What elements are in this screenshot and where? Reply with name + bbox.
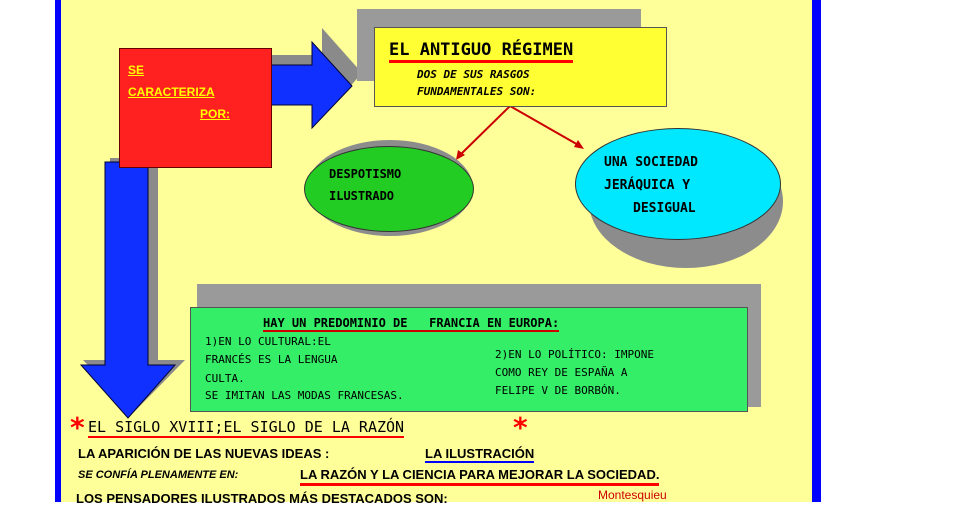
green-right-line1: 2)EN LO POLÍTICO: IMPONE bbox=[495, 348, 654, 361]
star-right: * bbox=[513, 411, 528, 444]
green-right-line3: FELIPE V DE BORBÓN. bbox=[495, 384, 621, 397]
ideas-highlight: LA ILUSTRACIÓN bbox=[425, 446, 535, 463]
pensadores-line: LOS PENSADORES ILUSTRADOS MÁS DESTACADOS… bbox=[76, 491, 448, 506]
ellipse-left-line1: DESPOTISMO bbox=[329, 167, 402, 181]
left-border-bar bbox=[55, 0, 62, 502]
red-characterizes-box: SE CARACTERIZA POR: bbox=[119, 48, 272, 168]
green-left-line2: FRANCÉS ES LA LENGUA bbox=[205, 353, 338, 366]
razon-prefix: SE CONFÍA PLENAMENTE EN: bbox=[78, 469, 239, 481]
title-box: EL ANTIGUO RÉGIMEN DOS DE SUS RASGOS FUN… bbox=[374, 27, 667, 107]
right-border-bar bbox=[812, 0, 821, 502]
montesquieu-label: Montesquieu bbox=[598, 488, 667, 502]
ellipse-despotismo: DESPOTISMO ILUSTRADO bbox=[304, 146, 474, 232]
connector-right-head bbox=[574, 140, 584, 149]
red-box-line2: CARACTERIZA bbox=[128, 85, 215, 99]
razon-highlight: LA RAZÓN Y LA CIENCIA PARA MEJORAR LA SO… bbox=[300, 467, 660, 486]
down-arrow bbox=[79, 161, 177, 419]
green-box-heading: HAY UN PREDOMINIO DE FRANCIA EN EUROPA: bbox=[263, 316, 560, 332]
ellipse-right-line2: JERÁQUICA Y bbox=[604, 178, 691, 193]
title-heading: EL ANTIGUO RÉGIMEN bbox=[389, 40, 574, 63]
ellipse-left-line2: ILUSTRADO bbox=[329, 189, 395, 203]
connector-left-head bbox=[456, 150, 465, 160]
ideas-prefix: LA APARICIÓN DE LAS NUEVAS IDEAS : bbox=[78, 446, 330, 461]
green-left-line4: SE IMITAN LAS MODAS FRANCESAS. bbox=[205, 389, 404, 402]
green-left-line1: 1)EN LO CULTURAL:EL bbox=[205, 335, 331, 348]
ellipse-sociedad: UNA SOCIEDAD JERÁQUICA Y DESIGUAL bbox=[575, 128, 781, 240]
title-sub1: DOS DE SUS RASGOS bbox=[417, 68, 530, 81]
red-box-line3: POR: bbox=[200, 107, 230, 121]
green-right-line2: COMO REY DE ESPAÑA A bbox=[495, 366, 628, 379]
ellipse-right-line1: UNA SOCIEDAD bbox=[604, 155, 698, 170]
green-left-line3: CULTA. bbox=[205, 372, 245, 385]
century-title: EL SIGLO XVIII;EL SIGLO DE LA RAZÓN bbox=[88, 418, 405, 438]
red-box-line1: SE bbox=[128, 63, 145, 77]
star-left: * bbox=[70, 411, 85, 444]
connector-left bbox=[457, 105, 511, 158]
connector-right bbox=[509, 105, 581, 147]
green-predominio-box: HAY UN PREDOMINIO DE FRANCIA EN EUROPA: … bbox=[190, 307, 748, 412]
ellipse-right-line3: DESIGUAL bbox=[633, 201, 696, 216]
title-sub2: FUNDAMENTALES SON: bbox=[417, 85, 537, 98]
